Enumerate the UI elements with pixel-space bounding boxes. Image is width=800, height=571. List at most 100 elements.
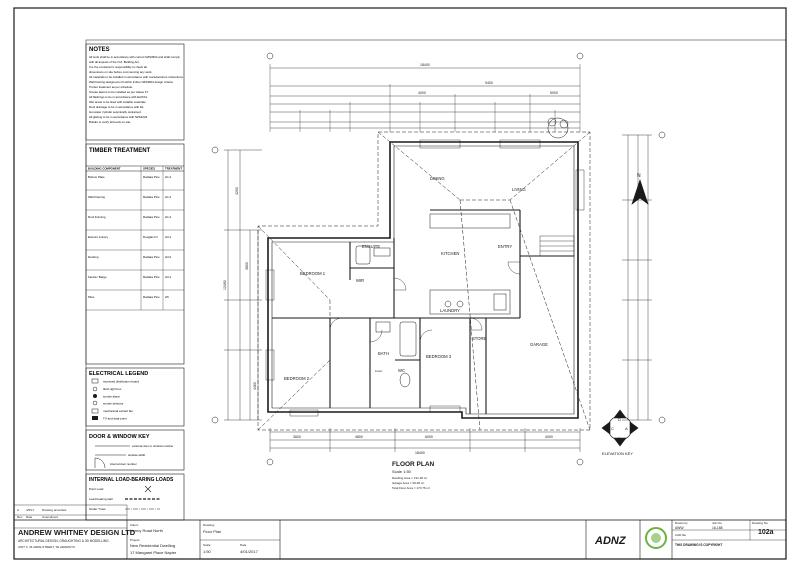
room-entry: ENTRY: [498, 244, 512, 249]
load-item: Point Load: [89, 487, 104, 491]
electrical-title: ELECTRICAL LEGEND: [89, 371, 148, 377]
internal-loads: INTERNAL LOAD-BEARING LOADS Point Load L…: [85, 473, 185, 521]
timber-cell: Radiata Pine: [143, 275, 160, 279]
dimension-top: 18400: [420, 63, 430, 67]
notes-line: Smoke alarms to be installed as per clau…: [89, 90, 149, 94]
notes-line: It is the contractor's responsibility to…: [89, 65, 147, 69]
revision-cell: Rev: [17, 515, 23, 519]
plan-area: Total Floor Area = 170.76 m²: [392, 486, 430, 490]
date-label: Date: [240, 543, 247, 547]
project-value: New Residential Dwelling: [130, 543, 175, 548]
north-arrow-icon: [631, 179, 649, 205]
door-window-key: DOOR & WINDOW KEY external door or windo…: [85, 429, 185, 471]
notes-line: All glazing to be in accordance with NZS…: [89, 115, 148, 119]
revision-table: A 4/5/17 Drawing amended Rev Date Amendm…: [13, 504, 128, 521]
seal-icon: [645, 527, 667, 549]
elevation-arrow-bottom-icon: [613, 437, 627, 447]
light-box-icon: [92, 386, 98, 392]
site-value: 17 Mangarei Place Napier: [130, 550, 177, 555]
revision-cell: Drawing amended: [42, 508, 67, 512]
elevation-letter: B: [618, 436, 621, 441]
timber-cell: Radiata Pine: [143, 295, 160, 299]
notes-line: All flashings to be in accordance with E…: [89, 95, 148, 99]
room-garage: GARAGE: [530, 342, 548, 347]
plan-title: FLOOR PLAN: [392, 461, 435, 468]
revision-cell: Date: [26, 515, 33, 519]
roof-outline: [257, 131, 591, 431]
timber-header: TREATMENT: [165, 167, 182, 171]
copyright-text: THIS DRAWING IS COPYRIGHT: [675, 543, 722, 547]
elevation-arrow-top-icon: [613, 409, 627, 419]
dimension-left: 3800: [245, 262, 249, 270]
point-load-icon: [144, 485, 152, 493]
electrical-item: mechanical extract fan: [103, 409, 133, 413]
timber-cell: H1.2: [165, 195, 171, 199]
room-bedroom-2: BEDROOM 2: [284, 376, 310, 381]
door-swing-icon: [94, 457, 106, 469]
north-arrow: N: [631, 173, 649, 205]
timber-cell: Douglas Fir: [143, 235, 158, 239]
firm-subtitle: ARCHITECTURAL DESIGN, DRAUGHTING & 3D MO…: [18, 539, 109, 543]
electrical-item: recessed distribution board: [103, 380, 139, 384]
timber-cell: H1.2: [165, 215, 171, 219]
north-label: N: [637, 173, 641, 179]
room-linen: Linen: [375, 369, 383, 373]
notes-line: All work shall be in accordance with cur…: [89, 55, 180, 59]
dimension-bottom: 4800: [355, 435, 363, 439]
dimension-top: 5000: [550, 91, 558, 95]
exterior-wall: [267, 141, 579, 419]
door-window-item: internal door number: [110, 462, 137, 466]
timber-cell: Radiata Pine: [143, 195, 160, 199]
drawn-value: AWW: [675, 526, 684, 530]
notes-line: Roof drainage to be in accordance with E…: [89, 105, 144, 109]
door-window-title: DOOR & WINDOW KEY: [89, 434, 150, 440]
tv-point-icon: [92, 416, 98, 420]
dimension-lines-bottom: [269, 428, 581, 452]
adnz-logo-text: ADNZ: [594, 535, 627, 547]
dimension-bottom: 18400: [415, 451, 425, 455]
dimension-bottom: 4000: [545, 435, 553, 439]
notes-panel: NOTES All work shall be in accordance wi…: [85, 43, 185, 141]
timber-header: SPECIES: [143, 167, 155, 171]
project-label: Project:: [130, 538, 140, 542]
timber-cell: Decking: [88, 255, 99, 259]
job-value: 16-188: [712, 526, 723, 530]
green-seal-logo: [645, 527, 667, 549]
room-bedroom-3: BEDROOM 3: [426, 354, 452, 359]
dimension-left: 4460: [253, 382, 257, 390]
timber-cell: H1.2: [165, 175, 171, 179]
interior-walls: [272, 209, 574, 414]
timber-title: TIMBER TREATMENT: [89, 148, 151, 154]
load-item: Load bearing wall: [89, 497, 113, 501]
date-value: 4/01/2017: [240, 549, 259, 554]
timber-cell: Radiata Pine: [143, 255, 160, 259]
firm-address: UNIT 3, 34 ARDE STREET, TE AWAMUTU: [18, 545, 75, 549]
client-label: Client:: [130, 523, 139, 527]
notes-line: Wet areas to be lined with suitable mate…: [89, 100, 147, 104]
timber-cell: Fascia / Barge: [88, 275, 107, 279]
elevation-arrow-left-icon: [601, 421, 611, 435]
smoke-detector-icon: [92, 400, 98, 406]
revision-cell: 4/5/17: [26, 508, 35, 512]
timber-cell: H3.1: [165, 275, 171, 279]
elevation-key-title: ELEVATION KEY: [602, 451, 633, 456]
elevation-key: D B C A ELEVATION KEY: [601, 409, 639, 456]
notes-line: Builder to verify all levels on site.: [89, 120, 131, 124]
windows: [265, 139, 585, 417]
timber-header: BUILDING COMPONENT: [88, 167, 121, 171]
client-value: Kenny Road North: [130, 528, 163, 533]
distribution-board-icon: [91, 378, 99, 384]
sheet-info: Drawn by AWW Job No. 16-188 Drawing No. …: [675, 521, 774, 547]
notes-line: All materials to be installed in accorda…: [89, 75, 184, 79]
sheet-label: Drawing No.: [752, 521, 769, 525]
door-swings: [329, 261, 521, 343]
cad-label: CAD file: [675, 533, 686, 537]
timber-cell: Bottom Plate: [88, 175, 105, 179]
firm-details: ANDREW WHITNEY DESIGN LTD ARCHITECTURAL …: [18, 528, 136, 549]
room-living: LIVING: [512, 187, 526, 192]
notes-title: NOTES: [89, 47, 110, 53]
room-bedroom-1: BEDROOM 1: [300, 271, 326, 276]
sanitary-fixtures: [355, 245, 417, 388]
adnz-logo: ADNZ: [594, 535, 627, 547]
dimension-lines-left: [224, 149, 262, 421]
